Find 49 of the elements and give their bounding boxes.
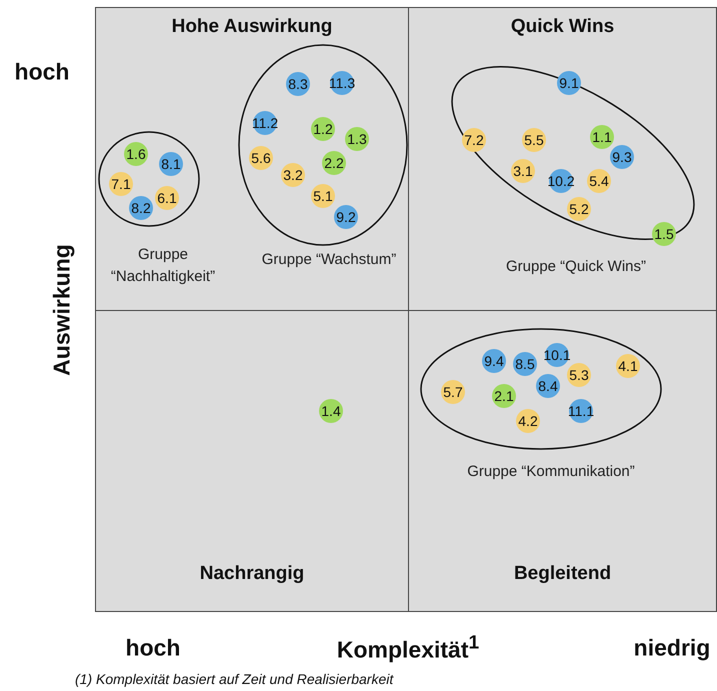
numbered-dot: 2.2 [322, 151, 346, 175]
quadrant-panel [408, 7, 717, 311]
quadrant-panel [95, 310, 409, 612]
numbered-dot: 7.2 [462, 128, 486, 152]
numbered-dot: 9.1 [557, 71, 581, 95]
numbered-dot: 5.1 [311, 184, 335, 208]
quadrant-title: Quick Wins [510, 16, 616, 38]
numbered-dot: 1.4 [319, 399, 343, 423]
numbered-dot: 4.1 [616, 354, 640, 378]
group-label: Gruppe “Quick Wins” [504, 257, 648, 277]
numbered-dot: 8.2 [129, 196, 153, 220]
quadrant-panel [408, 310, 717, 612]
axis-label: niedrig [634, 634, 710, 662]
numbered-dot: 3.2 [281, 163, 305, 187]
numbered-dot: 8.4 [536, 374, 560, 398]
numbered-dot: 6.1 [155, 186, 179, 210]
numbered-dot: 8.1 [159, 152, 183, 176]
numbered-dot: 5.7 [441, 380, 465, 404]
quadrant-panel [95, 7, 409, 311]
group-label: Gruppe “Kommunikation” [466, 462, 636, 482]
numbered-dot: 4.2 [516, 409, 540, 433]
numbered-dot: 8.5 [513, 352, 537, 376]
numbered-dot: 3.1 [511, 159, 535, 183]
numbered-dot: 9.4 [482, 349, 506, 373]
group-label: Gruppe “Nachhaltigkeit” [110, 245, 216, 287]
axis-label: hoch [14, 58, 70, 86]
numbered-dot: 1.2 [311, 117, 335, 141]
numbered-dot: 7.1 [109, 172, 133, 196]
numbered-dot: 5.3 [567, 363, 591, 387]
numbered-dot: 5.2 [567, 197, 591, 221]
numbered-dot: 1.5 [652, 222, 676, 246]
numbered-dot: 9.2 [334, 205, 358, 229]
footnote: (1) Komplexität basiert auf Zeit und Realisierbarkeit [75, 671, 394, 687]
axis-title: Auswirkung [48, 244, 76, 376]
numbered-dot: 8.3 [286, 72, 310, 96]
quadrant-title: Hohe Auswirkung [170, 16, 334, 38]
numbered-dot: 1.1 [590, 125, 614, 149]
group-label: Gruppe “Wachstum” [260, 250, 398, 270]
quadrant-title: Begleitend [512, 563, 612, 585]
numbered-dot: 5.6 [249, 146, 273, 170]
axis-label: hoch [126, 634, 180, 662]
numbered-dot: 2.1 [492, 384, 516, 408]
numbered-dot: 5.5 [522, 128, 546, 152]
numbered-dot: 1.3 [345, 127, 369, 151]
quadrant-title: Nachrangig [198, 563, 306, 585]
axis-title: Komplexität$^{1}$ [336, 632, 480, 664]
numbered-dot: 5.4 [587, 169, 611, 193]
numbered-dot: 9.3 [610, 145, 634, 169]
numbered-dot: 1.6 [124, 142, 148, 166]
